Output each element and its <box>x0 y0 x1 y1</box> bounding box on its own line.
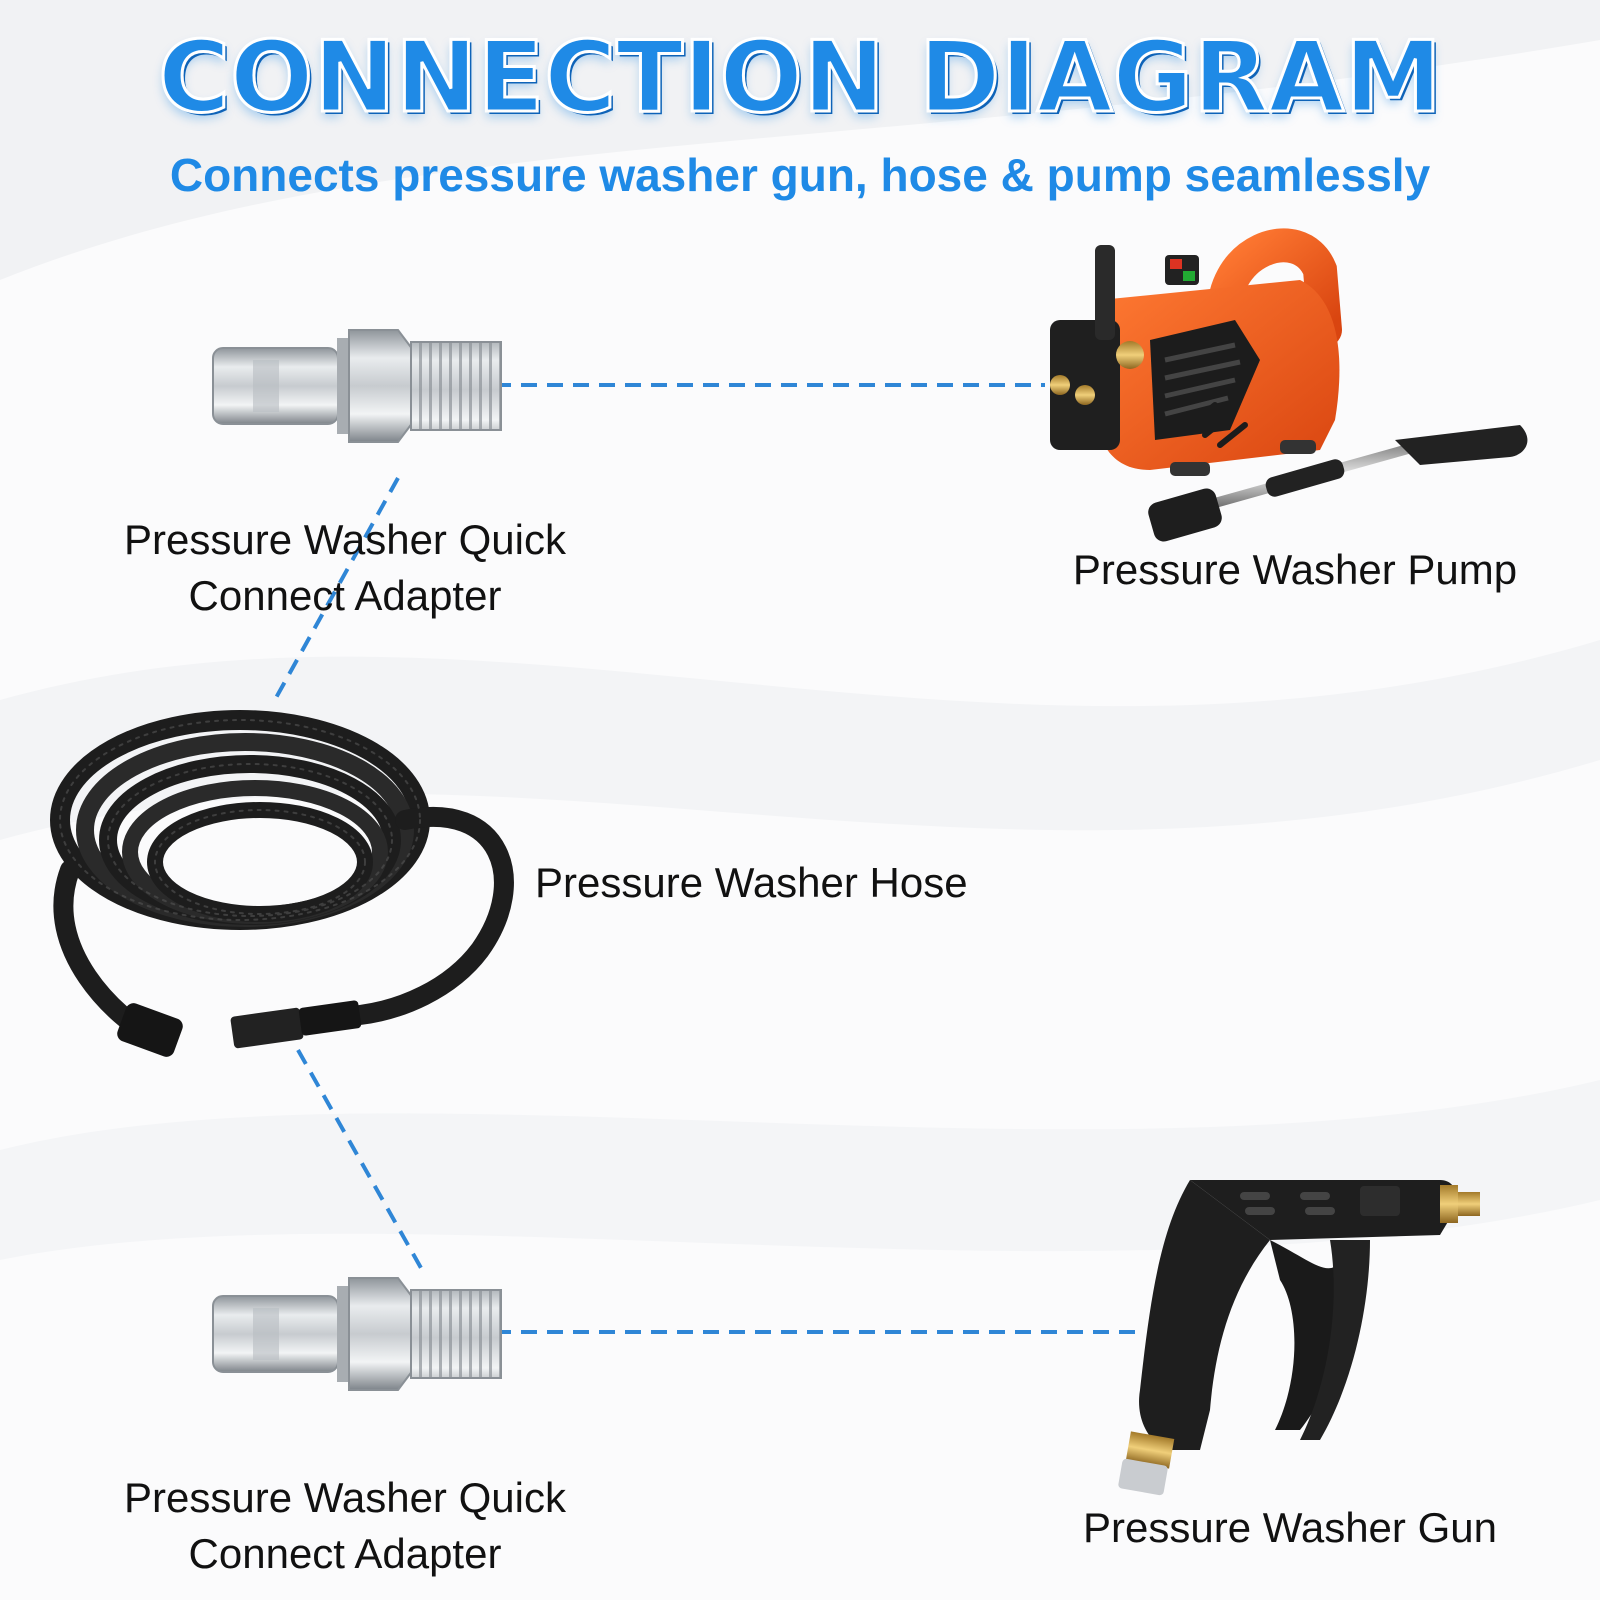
hose-end-fitting-icon <box>115 1000 362 1059</box>
label-gun: Pressure Washer Gun <box>1050 1500 1530 1556</box>
spray-gun-icon <box>1118 1180 1480 1496</box>
quick-connect-adapter-icon <box>213 330 501 442</box>
label-adapter-bottom-line2: Connect Adapter <box>100 1526 590 1582</box>
label-hose: Pressure Washer Hose <box>535 855 1015 911</box>
label-pump: Pressure Washer Pump <box>1040 542 1550 598</box>
coiled-hose-icon <box>60 720 504 1035</box>
quick-connect-adapter-icon <box>213 1278 501 1390</box>
label-adapter-bottom: Pressure Washer Quick Connect Adapter <box>100 1470 590 1582</box>
label-adapter-top: Pressure Washer Quick Connect Adapter <box>100 512 590 624</box>
connector-hose-to-adapter-bottom <box>298 1050 425 1275</box>
label-adapter-bottom-line1: Pressure Washer Quick <box>100 1470 590 1526</box>
pressure-washer-pump-icon <box>1050 245 1527 544</box>
label-adapter-top-line1: Pressure Washer Quick <box>100 512 590 568</box>
label-adapter-top-line2: Connect Adapter <box>100 568 590 624</box>
